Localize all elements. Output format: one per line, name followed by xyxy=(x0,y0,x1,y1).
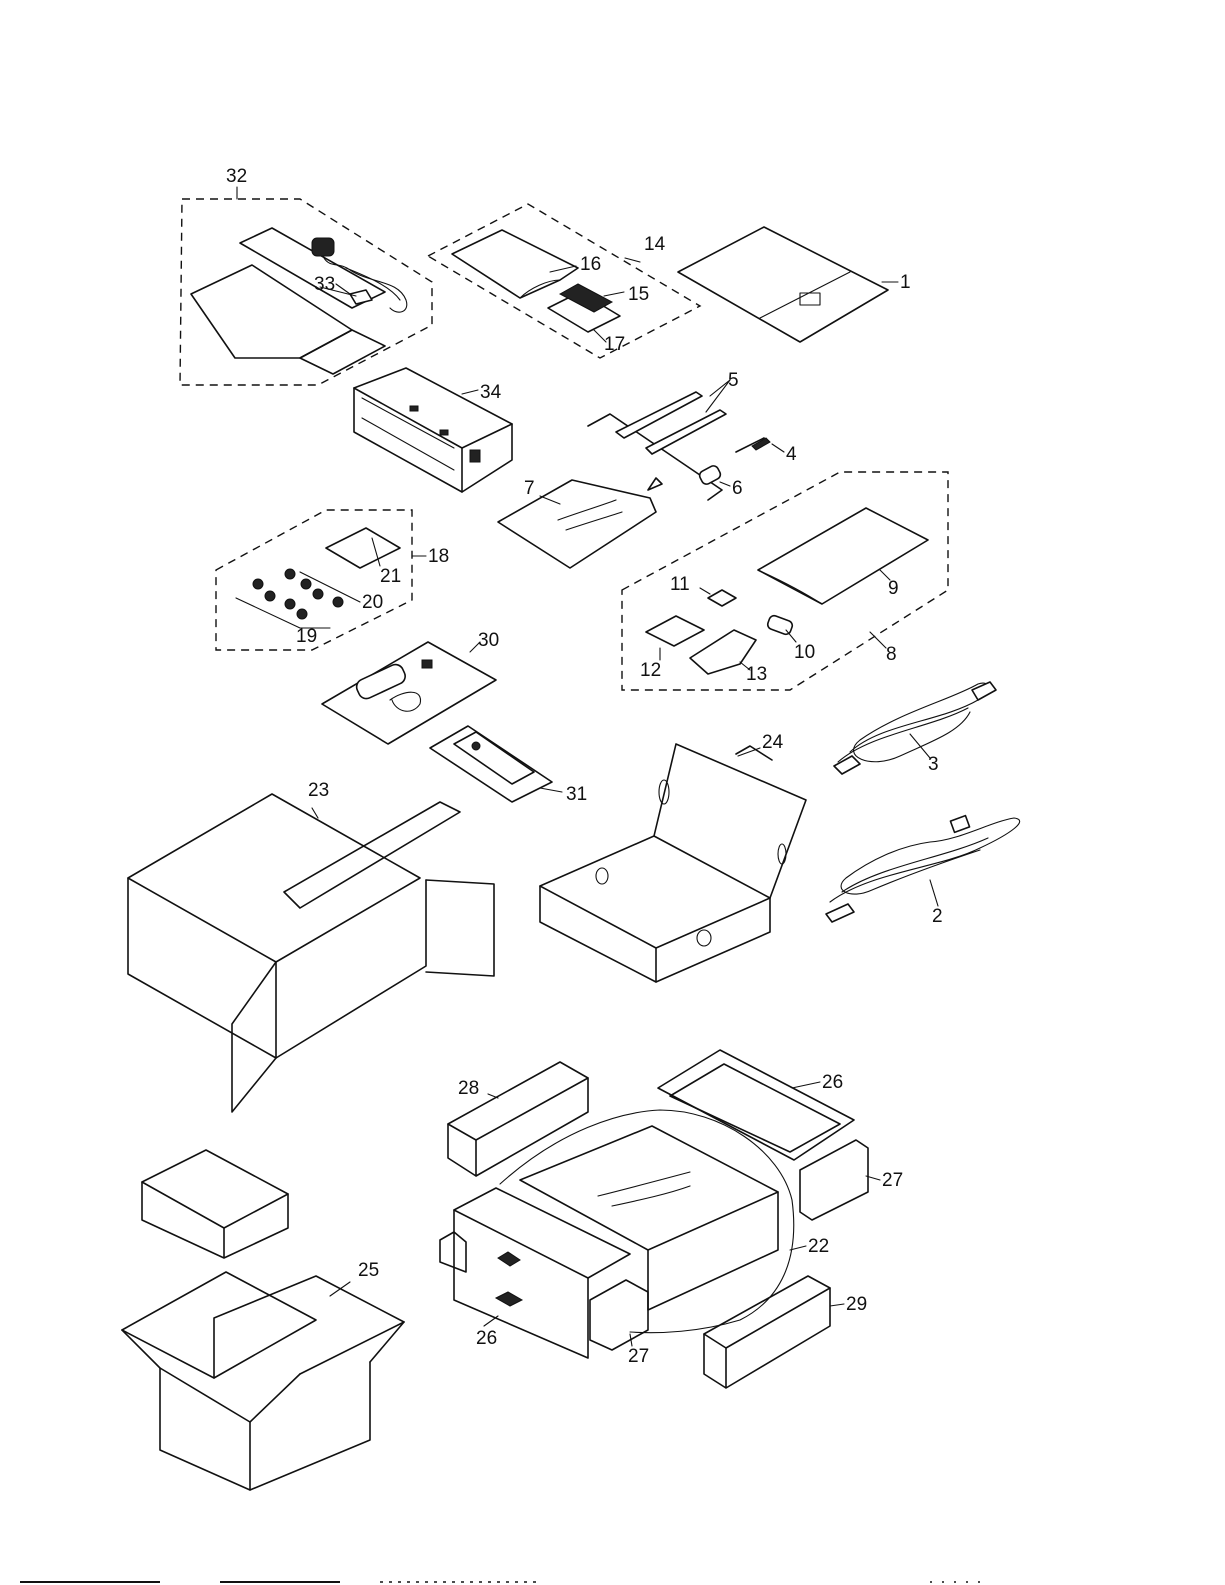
callout-20: 20 xyxy=(362,592,383,613)
callout-23: 23 xyxy=(308,780,329,801)
callout-7: 7 xyxy=(524,478,535,499)
callout-26-bottom: 26 xyxy=(476,1328,497,1349)
part-7-bag xyxy=(498,480,656,568)
part-27-cushion-left xyxy=(590,1280,648,1350)
callout-17: 17 xyxy=(604,334,625,355)
callout-3: 3 xyxy=(928,754,939,775)
part-23-carton xyxy=(128,794,494,1112)
part-3-cable xyxy=(834,682,996,774)
parts-5-4-6-bracket xyxy=(588,392,770,500)
parts-10-13-hardware xyxy=(646,590,794,674)
callout-10: 10 xyxy=(794,642,815,663)
callout-25: 25 xyxy=(358,1260,379,1281)
callout-15: 15 xyxy=(628,284,649,305)
part-14-document-group xyxy=(428,204,700,358)
part-22-unit-in-bag xyxy=(500,1110,794,1333)
part-1-manual xyxy=(678,227,888,342)
part-26-cushion-bottom xyxy=(440,1188,630,1358)
part-25-outer-carton xyxy=(122,1150,404,1490)
callout-18: 18 xyxy=(428,546,449,567)
part-21-bag xyxy=(326,528,400,568)
part-26-cushion-top xyxy=(658,1050,854,1160)
callout-1: 1 xyxy=(900,272,911,293)
part-2-cable xyxy=(826,816,1020,922)
part-24-inner-tray xyxy=(540,744,806,982)
callout-14: 14 xyxy=(644,234,666,255)
callout-28: 28 xyxy=(458,1078,479,1099)
callout-13: 13 xyxy=(746,664,767,685)
callout-26-top: 26 xyxy=(822,1072,843,1093)
callout-4: 4 xyxy=(786,444,797,465)
callout-33: 33 xyxy=(314,274,335,295)
callout-12: 12 xyxy=(640,660,661,681)
callout-8: 8 xyxy=(886,644,897,665)
callout-5: 5 xyxy=(728,370,739,391)
callout-11: 11 xyxy=(670,574,690,595)
callout-22: 22 xyxy=(808,1236,829,1257)
callout-30: 30 xyxy=(478,630,499,651)
part-33-antenna-bag xyxy=(191,265,385,374)
callout-27-left: 27 xyxy=(628,1346,649,1367)
callout-31: 31 xyxy=(566,784,587,805)
callout-19: 19 xyxy=(296,626,317,647)
callout-16: 16 xyxy=(580,254,601,275)
callout-29: 29 xyxy=(846,1294,867,1315)
part-31-remote xyxy=(430,726,552,802)
part-15-card xyxy=(548,284,620,332)
callout-2: 2 xyxy=(932,906,943,927)
part-27-cushion-right xyxy=(800,1140,868,1220)
callout-32: 32 xyxy=(226,166,247,187)
callout-21: 21 xyxy=(380,566,401,587)
part-19-20-screws xyxy=(236,569,360,628)
part-9-bag xyxy=(758,508,928,604)
part-30-remote-bag xyxy=(322,642,496,744)
part-29-spacer xyxy=(704,1276,830,1388)
callout-24: 24 xyxy=(762,732,784,753)
antenna-unit xyxy=(240,228,407,312)
part-16-sleeve xyxy=(452,230,578,298)
callout-6: 6 xyxy=(732,478,743,499)
callout-27-right: 27 xyxy=(882,1170,903,1191)
callout-34: 34 xyxy=(480,382,502,403)
callout-9: 9 xyxy=(888,578,899,599)
